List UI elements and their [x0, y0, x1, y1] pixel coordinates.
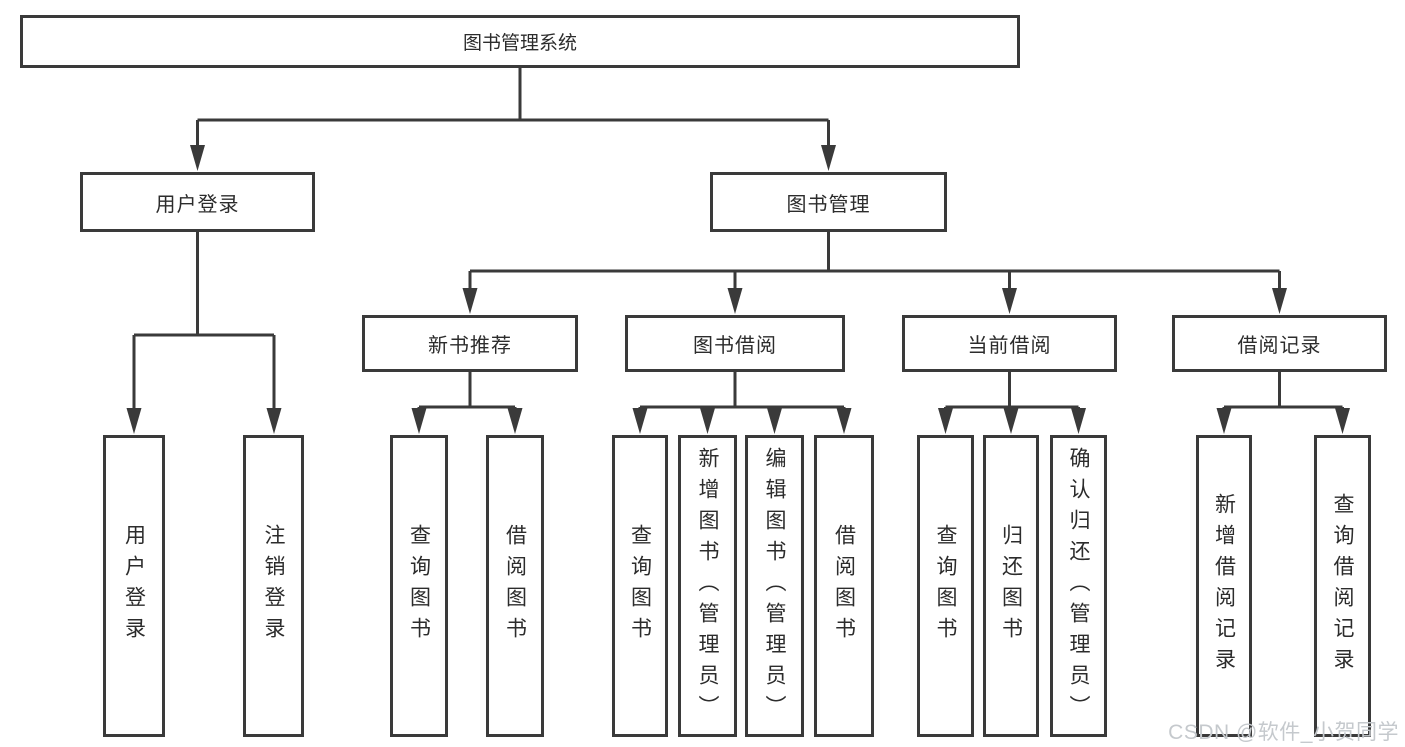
arrowhead — [411, 408, 427, 434]
node-label: 归还图书 — [999, 524, 1023, 648]
node-label: 新增借阅记录 — [1212, 493, 1236, 679]
node-label: 当前借阅 — [967, 335, 1052, 357]
branch-new-book-recommend — [411, 372, 523, 434]
node-label: 编辑图书（管理员） — [763, 446, 786, 726]
arrowhead — [1003, 408, 1019, 434]
node-label: 用户登录 — [155, 193, 240, 216]
arrowhead — [1272, 288, 1287, 314]
branch-book-management — [462, 232, 1287, 314]
branch-root — [190, 68, 836, 171]
arrowhead — [836, 408, 852, 434]
arrowhead — [1335, 408, 1350, 434]
branch-borrow-records — [1216, 372, 1350, 434]
node-label: 图书管理系统 — [462, 33, 577, 54]
node-book-borrow: 图书借阅 — [625, 315, 845, 372]
leaf-return-books: 归还图书 — [983, 435, 1039, 737]
node-label: 查询图书 — [628, 524, 652, 648]
node-label: 用户登录 — [122, 524, 146, 648]
arrowhead — [821, 145, 836, 171]
node-label: 借阅图书 — [503, 524, 527, 648]
node-book-management: 图书管理 — [710, 172, 947, 232]
node-label: 新书推荐 — [428, 335, 512, 357]
node-user-login: 用户登录 — [80, 172, 315, 232]
arrowhead — [1002, 288, 1017, 314]
node-label: 新增图书（管理员） — [696, 446, 719, 726]
arrowhead — [938, 408, 953, 434]
node-label: 图书管理 — [786, 193, 871, 216]
node-new-book-recommend: 新书推荐 — [362, 315, 578, 372]
node-label: 图书借阅 — [693, 335, 777, 357]
arrowhead — [1216, 408, 1232, 434]
arrowhead — [126, 408, 142, 434]
leaf-query-borrow-record: 查询借阅记录 — [1314, 435, 1371, 737]
arrowhead — [462, 288, 478, 314]
leaf-logout: 注销登录 — [243, 435, 304, 737]
leaf-edit-books-admin: 编辑图书（管理员） — [745, 435, 804, 737]
arrowhead — [700, 408, 715, 434]
leaf-query-books-borrow: 查询图书 — [612, 435, 668, 737]
arrowhead — [767, 408, 782, 434]
branch-user-login — [126, 232, 282, 434]
arrowhead — [266, 408, 282, 434]
node-current-borrow: 当前借阅 — [902, 315, 1117, 372]
arrowhead — [727, 288, 743, 314]
node-label: 注销登录 — [262, 524, 285, 648]
leaf-add-books-admin: 新增图书（管理员） — [678, 435, 737, 737]
branch-book-borrow — [632, 372, 852, 434]
leaf-borrow-books-recommend: 借阅图书 — [486, 435, 544, 737]
leaf-user-login: 用户登录 — [103, 435, 165, 737]
arrowhead — [632, 408, 648, 434]
node-label: 借阅图书 — [832, 524, 856, 648]
node-label: 查询图书 — [934, 524, 957, 648]
leaf-query-books-current: 查询图书 — [917, 435, 974, 737]
node-root-system: 图书管理系统 — [20, 15, 1020, 68]
leaf-add-borrow-record: 新增借阅记录 — [1196, 435, 1252, 737]
node-label: 查询借阅记录 — [1331, 493, 1354, 679]
arrowhead — [1071, 408, 1086, 434]
leaf-confirm-return-admin: 确认归还（管理员） — [1050, 435, 1107, 737]
node-borrow-records: 借阅记录 — [1172, 315, 1387, 372]
node-label: 确认归还（管理员） — [1067, 446, 1090, 726]
node-label: 借阅记录 — [1237, 335, 1322, 357]
node-label: 查询图书 — [407, 524, 431, 648]
branch-current-borrow — [938, 372, 1086, 434]
leaf-borrow-books: 借阅图书 — [814, 435, 874, 737]
arrowhead — [190, 145, 205, 171]
arrowhead — [507, 408, 523, 434]
leaf-query-books-recommend: 查询图书 — [390, 435, 448, 737]
